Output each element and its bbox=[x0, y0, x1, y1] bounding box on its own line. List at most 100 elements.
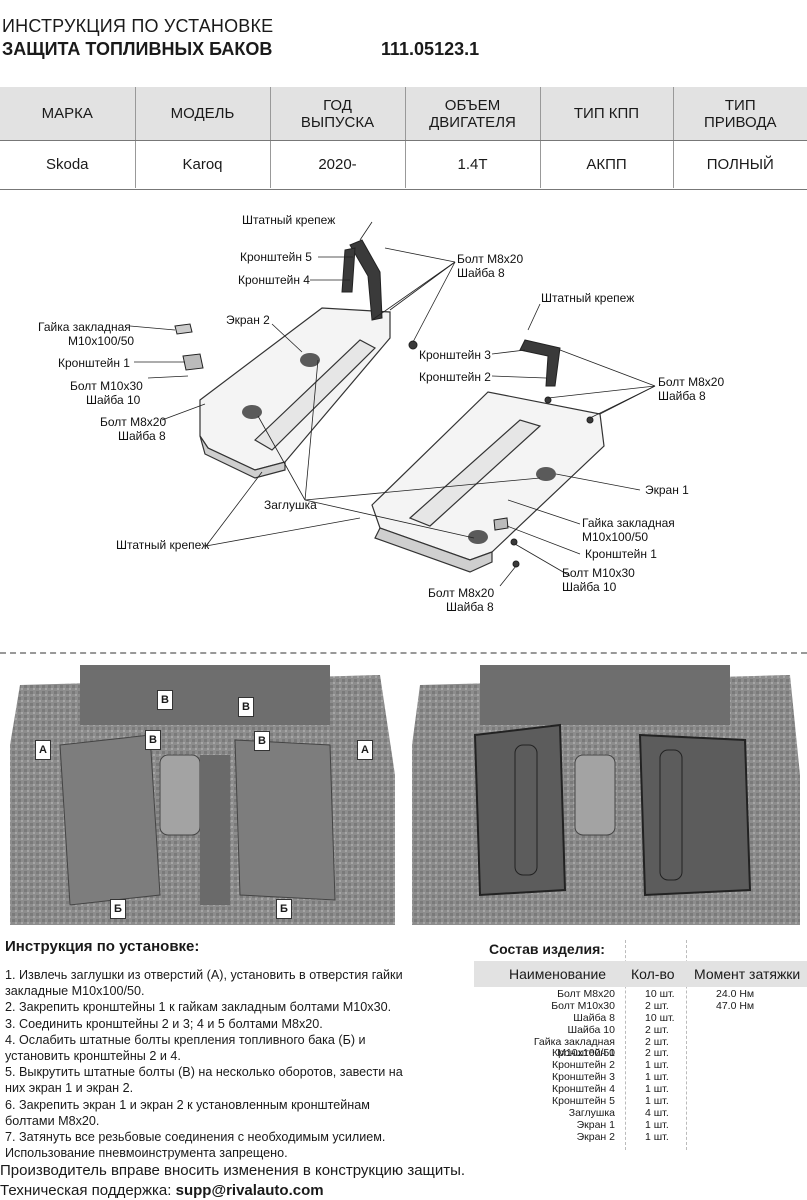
photo-before bbox=[8, 659, 400, 929]
spec-value-year: 2020- bbox=[269, 140, 405, 188]
screen-2-hole-2 bbox=[242, 405, 262, 419]
label-washer-8-right: Шайба 8 bbox=[658, 389, 706, 403]
label-plug: Заглушка bbox=[264, 498, 317, 512]
instruction-line: 2. Закрепить кронштейны 1 к гайкам закла… bbox=[5, 1000, 392, 1015]
spec-header-drive: ТИП ПРИВОДА bbox=[672, 87, 807, 140]
exploded-assembly-diagram: Штатный крепеж Кронштейн 5 Кронштейн 4 Б… bbox=[0, 200, 807, 650]
label-bolt-m10-left: Болт М10х30 bbox=[70, 379, 143, 393]
label-std-mount-top: Штатный крепеж bbox=[242, 213, 336, 227]
label-bracket-1-left: Кронштейн 1 bbox=[58, 356, 130, 370]
spec-header-engine: ОБЪЕМ ДВИГАТЕЛЯ bbox=[404, 87, 540, 140]
marker-b-2: В bbox=[145, 730, 161, 750]
label-std-mount-right: Штатный крепеж bbox=[541, 291, 635, 305]
assembly-drawing bbox=[129, 221, 656, 587]
spec-value-model: Karoq bbox=[134, 140, 270, 188]
label-washer-8-bottom: Шайба 8 bbox=[446, 600, 494, 614]
label-weld-nut-right-1: Гайка закладная bbox=[582, 516, 675, 530]
spec-table-bottom-border bbox=[0, 189, 807, 190]
label-bolt-m8-right: Болт М8х20 bbox=[658, 375, 725, 389]
spec-table-mid-border bbox=[0, 140, 807, 141]
label-bracket-2: Кронштейн 2 bbox=[419, 370, 491, 384]
document-title: ИНСТРУКЦИЯ ПО УСТАНОВКЕ bbox=[2, 16, 274, 36]
instruction-line: 1. Извлечь заглушки из отверстий (А), ус… bbox=[5, 968, 403, 982]
spec-value-drive: ПОЛНЫЙ bbox=[672, 140, 807, 188]
screen-2-hole-1 bbox=[300, 353, 320, 367]
vehicle-spec-table: МАРКА МОДЕЛЬ ГОД ВЫПУСКА ОБЪЕМ ДВИГАТЕЛЯ… bbox=[0, 87, 807, 190]
label-weld-nut-right-2: М10х100/50 bbox=[582, 530, 649, 544]
spec-header-year: ГОД ВЫПУСКА bbox=[269, 87, 405, 140]
spec-header-model: МОДЕЛЬ bbox=[134, 87, 270, 140]
spec-header-gearbox: ТИП КПП bbox=[539, 87, 673, 140]
installation-photos: А А В В В В Б Б bbox=[0, 655, 807, 933]
instruction-line: них экран 1 и экран 2. bbox=[5, 1081, 134, 1096]
label-weld-nut-left-2: М10х100/50 bbox=[68, 334, 135, 348]
label-bolt-m8-left: Болт М8х20 bbox=[100, 415, 167, 429]
marker-b-4: В bbox=[254, 731, 270, 751]
support-line: Техническая поддержка: supp@rivalauto.co… bbox=[0, 1182, 324, 1199]
label-bolt-m10-right: Болт М10х30 bbox=[562, 566, 635, 580]
components-divider-2 bbox=[686, 940, 687, 1150]
bracket-5-4-shape bbox=[349, 239, 383, 321]
label-bracket-4: Кронштейн 4 bbox=[238, 273, 310, 287]
bolt-right-1 bbox=[586, 416, 594, 424]
components-col-torque: Момент затяжки bbox=[694, 966, 801, 982]
screen-1-shape bbox=[371, 391, 605, 561]
bolt-right-2 bbox=[544, 396, 552, 404]
label-bracket-1-right: Кронштейн 1 bbox=[585, 547, 657, 561]
label-washer-8-left: Шайба 8 bbox=[118, 429, 166, 443]
marker-b-1: В bbox=[157, 690, 173, 710]
label-washer-10-left: Шайба 10 bbox=[86, 393, 141, 407]
bracket-2-3-shape bbox=[519, 339, 561, 387]
instruction-line: 3. Соединить кронштейны 2 и 3; 4 и 5 бол… bbox=[5, 1016, 323, 1031]
instruction-line: 4. Ослабить штатные болты крепления топл… bbox=[5, 1032, 366, 1047]
label-weld-nut-left-1: Гайка закладная bbox=[38, 320, 131, 334]
instruction-line: 7. Затянуть все резьбовые соединения с н… bbox=[5, 1130, 386, 1145]
support-label: Техническая поддержка: bbox=[0, 1182, 176, 1199]
spec-value-make: Skoda bbox=[45, 155, 89, 173]
label-screen-1: Экран 1 bbox=[645, 483, 689, 497]
bolt-bottom bbox=[512, 560, 520, 568]
bolt-top bbox=[408, 340, 418, 350]
instruction-line: Использование пневмоинструмента запрещен… bbox=[5, 1146, 288, 1161]
article-number: 111.05123.1 bbox=[381, 39, 480, 59]
instructions-list: 1. Извлечь заглушки из отверстий (А), ус… bbox=[5, 967, 445, 1161]
label-bolt-m8-top: Болт М8х20 bbox=[457, 252, 524, 266]
product-title: ЗАЩИТА ТОПЛИВНЫХ БАКОВ bbox=[2, 39, 273, 59]
photos-drawing bbox=[8, 659, 807, 929]
marker-bb-left: Б bbox=[110, 899, 126, 919]
label-bracket-5: Кронштейн 5 bbox=[240, 250, 312, 264]
spec-header-make: МАРКА bbox=[0, 87, 135, 140]
components-header: Наименование Кол-во Момент затяжки bbox=[474, 961, 807, 987]
marker-a-right: А bbox=[357, 740, 373, 760]
marker-bb-right: Б bbox=[276, 899, 292, 919]
weld-nut-left-shape bbox=[174, 323, 193, 335]
marker-a-left: А bbox=[35, 740, 51, 760]
instruction-line: установить кронштейны 2 и 4. bbox=[5, 1049, 181, 1064]
components-divider-1 bbox=[625, 940, 626, 1150]
label-bracket-3: Кронштейн 3 bbox=[419, 348, 491, 362]
section-divider bbox=[0, 652, 807, 654]
support-email-link[interactable]: supp@rivalauto.com bbox=[175, 1182, 324, 1199]
bracket-1-right-shape bbox=[493, 517, 509, 531]
screen-2-edge bbox=[199, 435, 286, 479]
spec-value-gearbox: АКПП bbox=[539, 140, 673, 188]
instructions-title: Инструкция по установке: bbox=[5, 938, 200, 955]
screen-1-rib bbox=[408, 419, 542, 527]
spec-value-engine: 1.4T bbox=[404, 140, 540, 188]
label-bolt-m8-bottom: Болт М8х20 bbox=[428, 586, 495, 600]
components-col-name: Наименование bbox=[509, 966, 607, 982]
label-screen-2: Экран 2 bbox=[226, 313, 270, 327]
instruction-line: болтами М8х20. bbox=[5, 1113, 100, 1128]
components-col-qty: Кол-во bbox=[631, 966, 675, 982]
